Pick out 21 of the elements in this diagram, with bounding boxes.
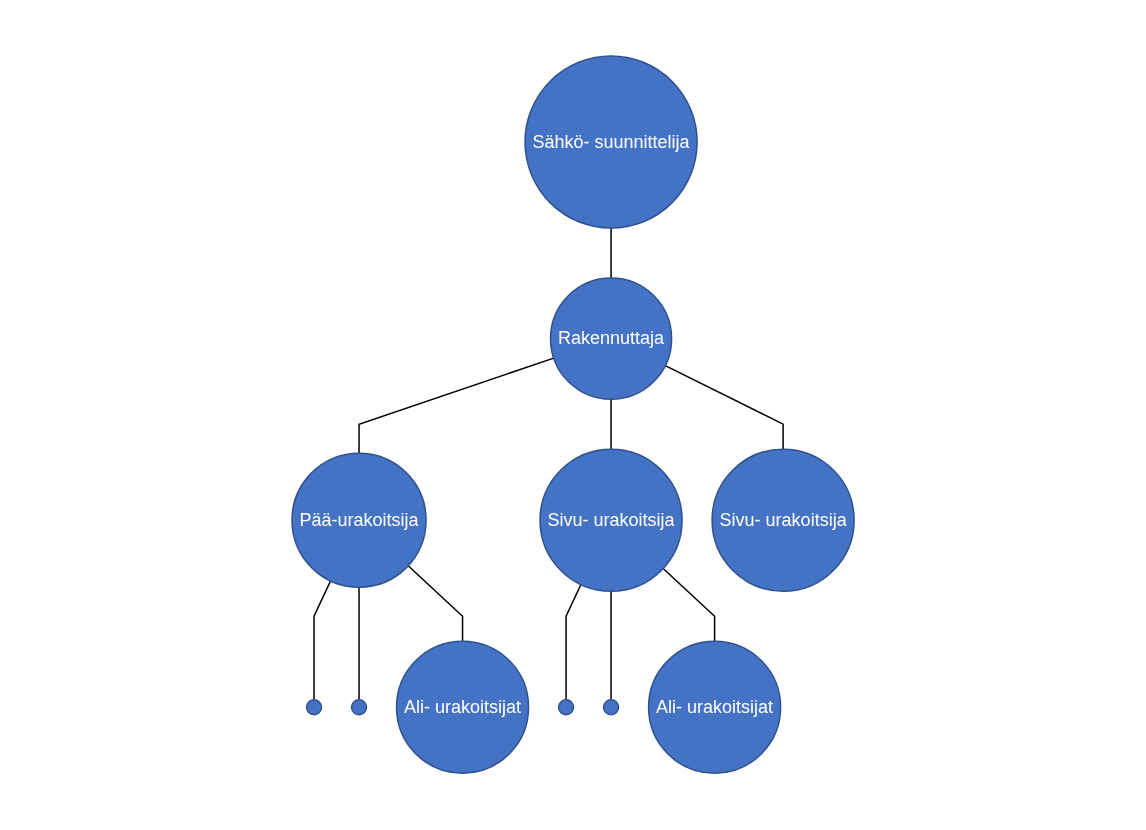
connector (407, 565, 464, 643)
connector (565, 584, 582, 701)
connector (610, 590, 612, 701)
connector (664, 365, 784, 451)
node-circle: Pää-urakoitsija (291, 452, 427, 589)
node-circle: Rakennuttaja (549, 277, 673, 401)
node-circle: Sivu- urakoitsija (711, 448, 855, 593)
node-circle (557, 699, 575, 716)
node-circle: Ali- urakoitsijat (647, 640, 782, 775)
connector (313, 580, 332, 701)
node-circle (350, 699, 368, 716)
node-circle (305, 699, 323, 716)
connector (358, 357, 555, 455)
connector (610, 398, 612, 451)
node-circle (602, 699, 620, 716)
connector (662, 568, 716, 643)
connector (358, 586, 360, 701)
node-circle: Sivu- urakoitsija (539, 448, 683, 593)
node-circle: Ali- urakoitsijat (395, 640, 530, 775)
node-circle: Sähkö- suunnittelija (524, 55, 698, 230)
connector (610, 227, 612, 280)
